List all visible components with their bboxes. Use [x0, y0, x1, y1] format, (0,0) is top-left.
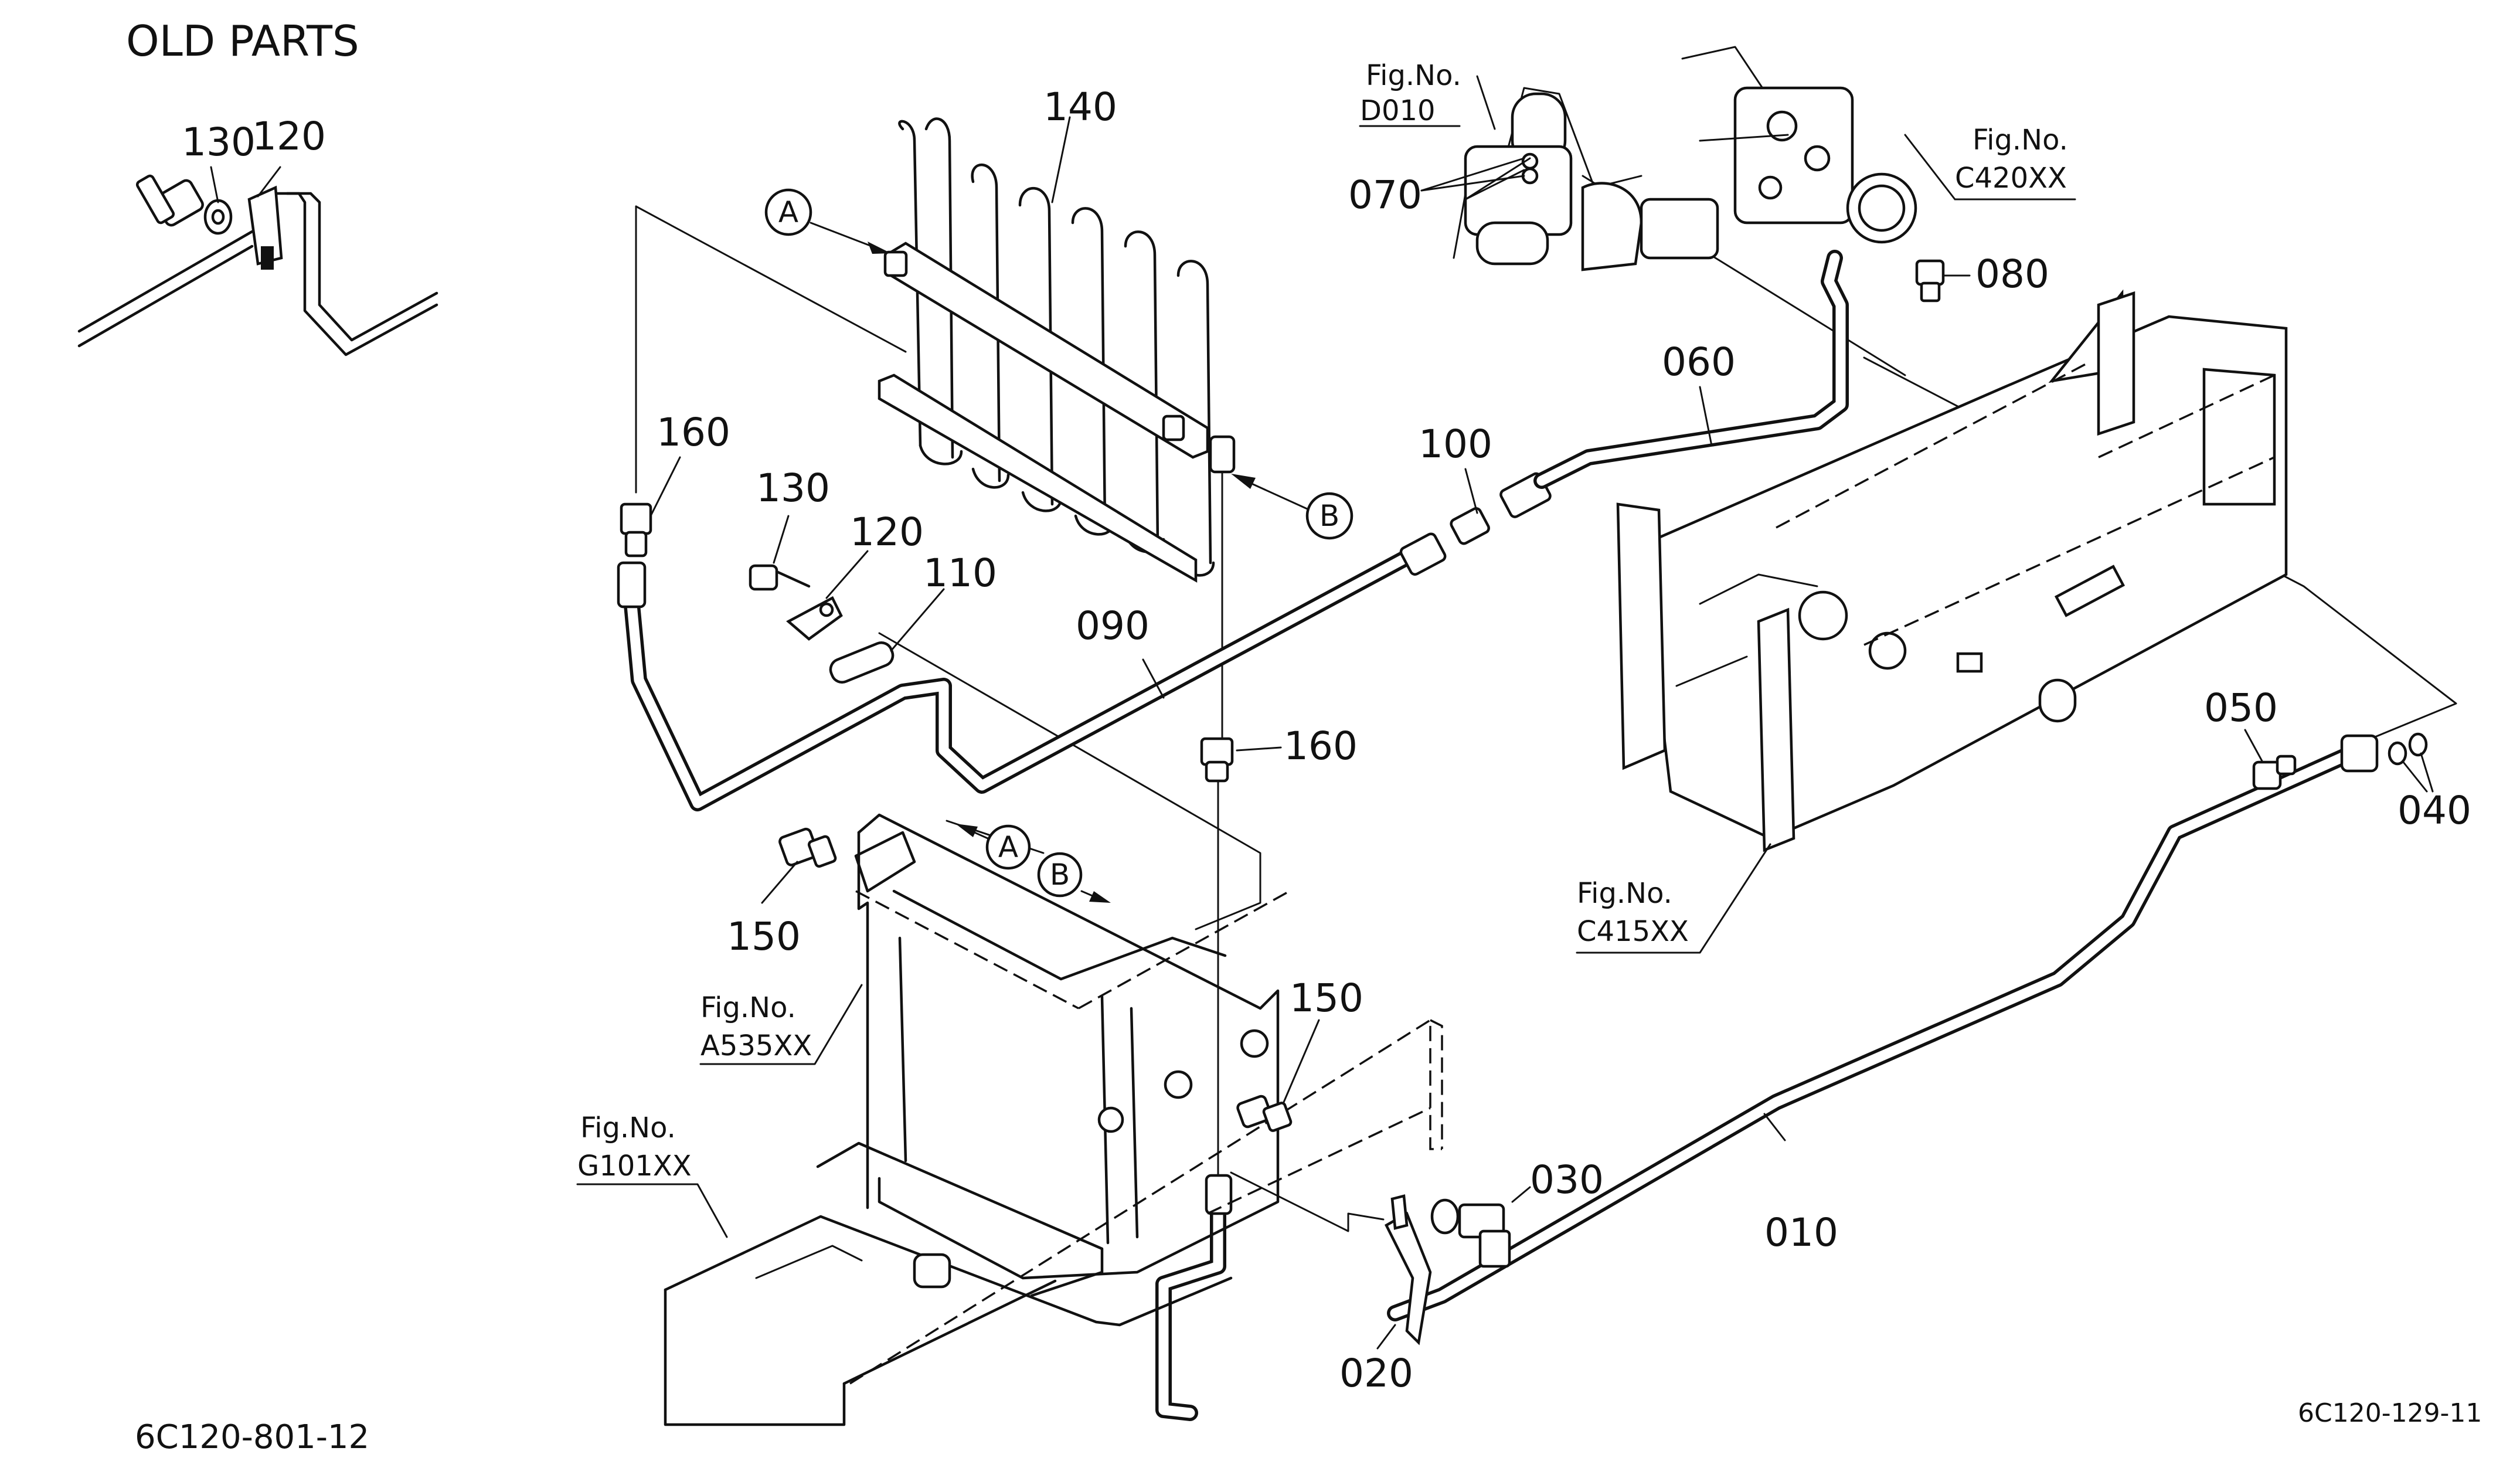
callout-020: 020: [1339, 1351, 1413, 1396]
old-callout-120: 120: [252, 114, 326, 159]
clamp-120: [786, 550, 869, 641]
bolt-050: [2244, 729, 2297, 790]
bolt-030: [1430, 1186, 1531, 1268]
washers-040: [2340, 732, 2434, 793]
plug-080: [1915, 259, 1971, 303]
old-callout-130: 130: [182, 120, 256, 165]
callout-080: 080: [1975, 252, 2049, 297]
callout-010: 010: [1764, 1210, 1838, 1255]
fig-ref-a535: A535XX: [700, 1029, 812, 1062]
old-parts-inset: [77, 166, 438, 356]
callout-160-left: 160: [657, 410, 730, 455]
fig-ref-c415: C415XX: [1577, 915, 1689, 948]
marker-a-bracket: A: [955, 824, 1031, 870]
callout-140: 140: [1043, 84, 1117, 130]
bolt-130: [749, 515, 811, 591]
fig-label-c415: Fig.No.: [1577, 877, 1672, 910]
callout-090: 090: [1076, 603, 1150, 648]
marker-b-cooler: B: [1231, 474, 1353, 540]
svg-text:B: B: [1050, 858, 1070, 892]
callout-110: 110: [923, 550, 997, 596]
callout-070: 070: [1348, 172, 1422, 218]
svg-text:A: A: [778, 195, 798, 229]
fig-label-g101: Fig.No.: [580, 1112, 676, 1144]
fig-ref-c420: C420XX: [1955, 162, 2067, 195]
fig-ref-d010: D010: [1360, 94, 1436, 127]
fig-ref-g101: G101XX: [577, 1150, 692, 1182]
fitting-160-left: [620, 456, 681, 558]
callout-120: 120: [850, 509, 924, 555]
fig-label-d010: Fig.No.: [1366, 59, 1461, 92]
fitting-160-center: [1200, 737, 1282, 783]
callout-150-right: 150: [1290, 976, 1363, 1021]
fitting-150-right: [1236, 1019, 1320, 1132]
sleeve-110: [829, 588, 945, 684]
pipe-090-fitting: [617, 561, 647, 609]
tank-body: [664, 1018, 1443, 1426]
cooler-outlet-fitting: [1209, 435, 1236, 474]
oil-cooler: [878, 116, 1215, 583]
old-parts-title: OLD PARTS: [126, 16, 359, 66]
fitting-150-left: [761, 827, 837, 904]
callout-030: 030: [1530, 1157, 1604, 1202]
callout-100: 100: [1419, 422, 1492, 467]
marker-b-bracket: B: [1037, 852, 1111, 903]
callout-160-center: 160: [1284, 723, 1358, 769]
svg-text:A: A: [998, 830, 1018, 864]
callout-040: 040: [2397, 788, 2471, 833]
figure-code: 6C120-129-11: [2298, 1398, 2482, 1428]
callout-130: 130: [756, 465, 830, 511]
callout-060: 060: [1662, 339, 1736, 385]
fig-label-c420: Fig.No.: [1973, 124, 2068, 157]
callout-150-left: 150: [727, 914, 801, 959]
fig-label-a535: Fig.No.: [700, 991, 796, 1024]
clamp-020: [1376, 1194, 1432, 1350]
chassis-frame: [1616, 289, 2288, 852]
drawing-code: 6C120-801-12: [135, 1418, 369, 1456]
svg-text:B: B: [1319, 499, 1339, 533]
tank-bracket: [816, 813, 1290, 1297]
callout-050: 050: [2204, 685, 2278, 730]
marker-a-cooler: A: [764, 188, 891, 254]
